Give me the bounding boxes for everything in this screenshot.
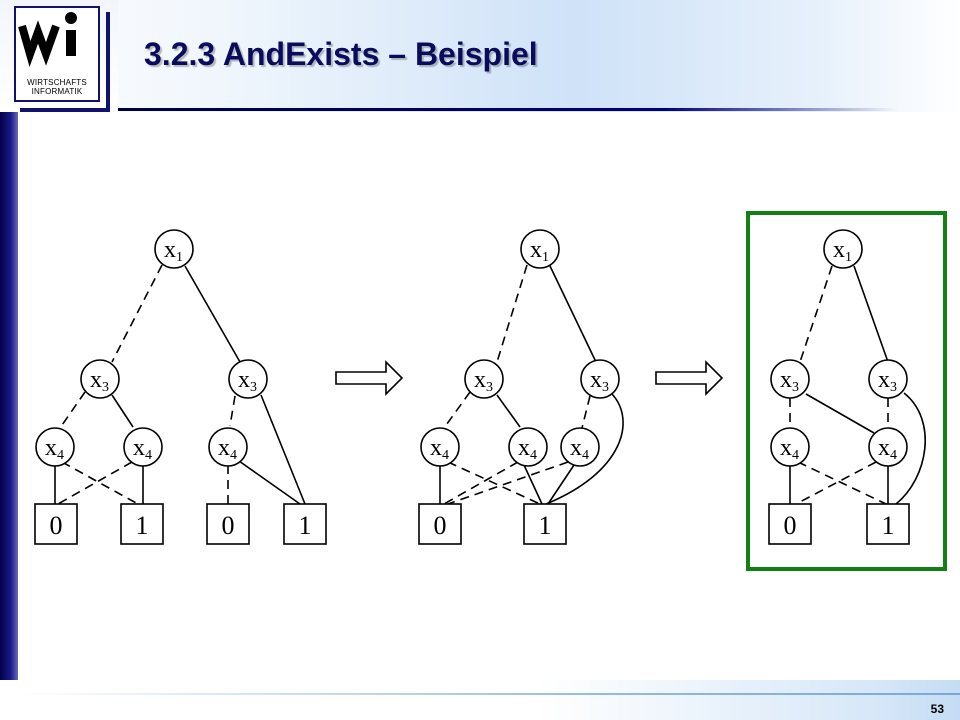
svg-text:x1: x1 (164, 237, 183, 265)
svg-text:x3: x3 (90, 367, 109, 395)
svg-text:0: 0 (222, 511, 235, 540)
svg-text:x3: x3 (590, 367, 609, 395)
left-accent-bar (0, 0, 18, 680)
edge (795, 461, 877, 505)
svg-text:x4: x4 (780, 435, 799, 463)
bdd-node: x3 (868, 359, 908, 399)
svg-text:x4: x4 (430, 435, 449, 463)
edge (184, 265, 241, 363)
svg-text:0: 0 (50, 511, 63, 540)
logo-text-line2: INFORMATIK (31, 87, 83, 96)
bdd-node: x3 (80, 359, 120, 399)
edge (797, 461, 887, 505)
slide-title: 3.2.3 AndExists – Beispiel (144, 36, 538, 72)
bdd-node: x3 (580, 359, 620, 399)
edge (549, 265, 597, 363)
bdd-node: x1 (823, 229, 863, 269)
result-highlight-frame (746, 211, 947, 571)
svg-text:x3: x3 (878, 367, 897, 395)
svg-text:x4: x4 (518, 435, 537, 463)
edge (111, 264, 163, 363)
bdd-diagram-3 (789, 265, 926, 505)
edge (447, 461, 541, 505)
bdd-terminal: 0 (206, 503, 250, 545)
logo-text-line1: WIRTSCHAFTS (27, 78, 87, 87)
edge (799, 265, 833, 363)
header-divider (118, 108, 898, 111)
edge (523, 464, 543, 505)
svg-text:0: 0 (434, 511, 447, 540)
edge (61, 461, 139, 505)
bdd-terminal: 1 (283, 503, 327, 545)
svg-text:1: 1 (299, 511, 312, 540)
bdd-diagram-1-nodes: x1 x3 x3 x4 x4 x4 0 1 (34, 229, 327, 545)
bdd-node: x4 (560, 427, 600, 467)
bdd-diagram-1 (54, 264, 306, 505)
bdd-terminal: 0 (768, 503, 812, 545)
bdd-node: x4 (35, 427, 75, 467)
transform-arrow-icon (335, 360, 404, 396)
bdd-node: x4 (208, 427, 248, 467)
bdd-terminal: 0 (418, 503, 462, 545)
bdd-node: x3 (228, 359, 268, 399)
bdd-terminal: 1 (866, 503, 910, 545)
page-number: 53 (930, 702, 944, 716)
bdd-diagram-2-nodes: x1 x3 x3 x4 x4 x4 0 1 (418, 229, 620, 545)
svg-text:x4: x4 (45, 435, 64, 463)
edge (545, 393, 624, 505)
wi-logo-icon (18, 12, 77, 67)
footer-divider (18, 693, 960, 695)
bdd-terminal: 0 (34, 503, 78, 545)
bdd-node: x1 (154, 229, 194, 269)
bdd-terminal: 1 (523, 503, 567, 545)
logo-text: WIRTSCHAFTS INFORMATIK (16, 78, 98, 96)
svg-text:x1: x1 (833, 237, 852, 265)
edge (57, 461, 133, 505)
edge (853, 265, 889, 363)
svg-text:0: 0 (784, 511, 797, 540)
svg-text:x3: x3 (780, 367, 799, 395)
bdd-terminal: 1 (120, 503, 164, 545)
edge (496, 264, 528, 363)
svg-text:x4: x4 (218, 435, 237, 463)
svg-text:1: 1 (136, 511, 149, 540)
edge (229, 395, 236, 427)
svg-text:x3: x3 (474, 367, 493, 395)
bdd-node: x3 (464, 359, 504, 399)
edge (238, 460, 301, 505)
edge (496, 394, 521, 428)
edge (260, 394, 306, 505)
svg-text:1: 1 (882, 511, 895, 540)
svg-text:x1: x1 (530, 237, 549, 265)
bdd-node: x4 (420, 427, 460, 467)
svg-text:1: 1 (539, 511, 552, 540)
edge (581, 395, 591, 429)
transform-arrow-icon (655, 360, 724, 396)
bdd-node: x4 (868, 427, 908, 467)
edge (805, 393, 875, 434)
bdd-node: x4 (508, 427, 548, 467)
bdd-diagram-3-nodes: x1 x3 x3 x4 x4 0 1 (768, 229, 910, 545)
svg-text:x4: x4 (133, 435, 152, 463)
bdd-node: x4 (123, 427, 163, 467)
edge (59, 391, 86, 429)
bdd-diagram-2 (439, 264, 624, 505)
edge (547, 464, 575, 505)
edge (111, 394, 134, 428)
footer-background (18, 680, 960, 720)
bdd-node: x1 (520, 229, 560, 269)
edge (443, 391, 471, 429)
bdd-node: x4 (770, 427, 810, 467)
edge (447, 461, 569, 505)
header-background (0, 0, 960, 112)
svg-text:x3: x3 (238, 367, 257, 395)
bdd-node: x3 (770, 359, 810, 399)
edge (895, 392, 926, 505)
svg-text:x4: x4 (878, 435, 897, 463)
svg-text:x4: x4 (570, 435, 589, 463)
wi-logo: WIRTSCHAFTS INFORMATIK (14, 6, 100, 102)
